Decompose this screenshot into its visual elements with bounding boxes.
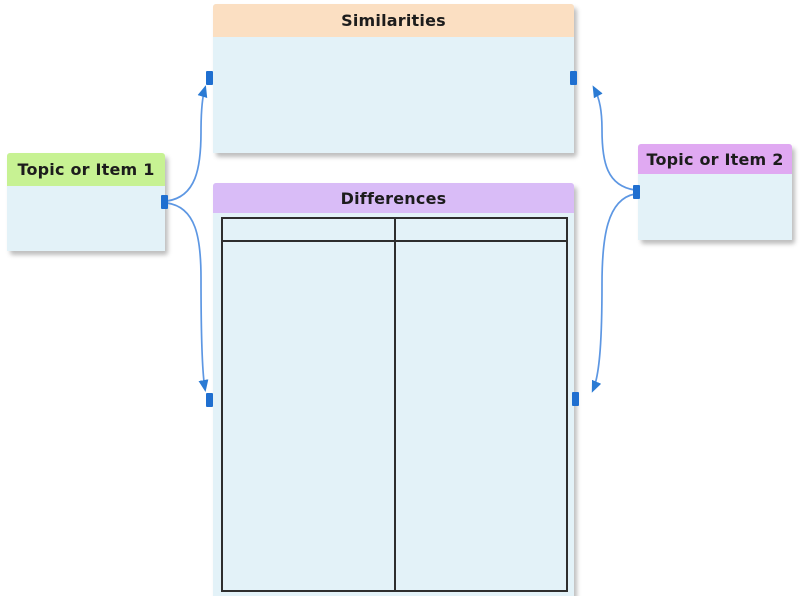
differences-table — [221, 217, 568, 592]
table-row-divider — [223, 240, 566, 242]
handle-differences-right[interactable] — [572, 392, 579, 406]
topic2-header: Topic or Item 2 — [638, 144, 792, 174]
topic2-label: Topic or Item 2 — [646, 149, 784, 169]
differences-body — [213, 213, 574, 596]
table-cell-header-left[interactable] — [223, 219, 394, 240]
connector-topic2-differences[interactable] — [591, 193, 636, 393]
similarities-body[interactable] — [213, 37, 574, 153]
differences-header: Differences — [213, 183, 574, 213]
topic2-box[interactable]: Topic or Item 2 — [638, 144, 792, 240]
connector-topic2-similarities[interactable] — [592, 85, 636, 191]
handle-differences-left[interactable] — [206, 393, 213, 407]
topic1-box[interactable]: Topic or Item 1 — [7, 153, 165, 251]
similarities-header: Similarities — [213, 4, 574, 37]
topic1-label: Topic or Item 1 — [17, 160, 155, 179]
topic2-body[interactable] — [638, 174, 792, 240]
topic1-header: Topic or Item 1 — [7, 153, 165, 186]
table-cell-body-right[interactable] — [396, 242, 566, 590]
handle-topic2-left[interactable] — [633, 185, 640, 199]
table-cell-body-left[interactable] — [223, 242, 394, 590]
table-cell-header-right[interactable] — [396, 219, 566, 240]
similarities-box[interactable]: Similarities — [213, 4, 574, 153]
table-column-divider — [394, 219, 396, 590]
similarities-label: Similarities — [341, 11, 446, 30]
handle-similarities-right[interactable] — [570, 71, 577, 85]
handle-similarities-left[interactable] — [206, 71, 213, 85]
connector-topic1-differences[interactable] — [166, 202, 209, 392]
differences-label: Differences — [340, 188, 447, 208]
connector-topic1-similarities[interactable] — [166, 85, 208, 202]
topic1-body[interactable] — [7, 186, 165, 251]
handle-topic1-right[interactable] — [161, 195, 168, 209]
differences-box[interactable]: Differences — [213, 183, 574, 596]
